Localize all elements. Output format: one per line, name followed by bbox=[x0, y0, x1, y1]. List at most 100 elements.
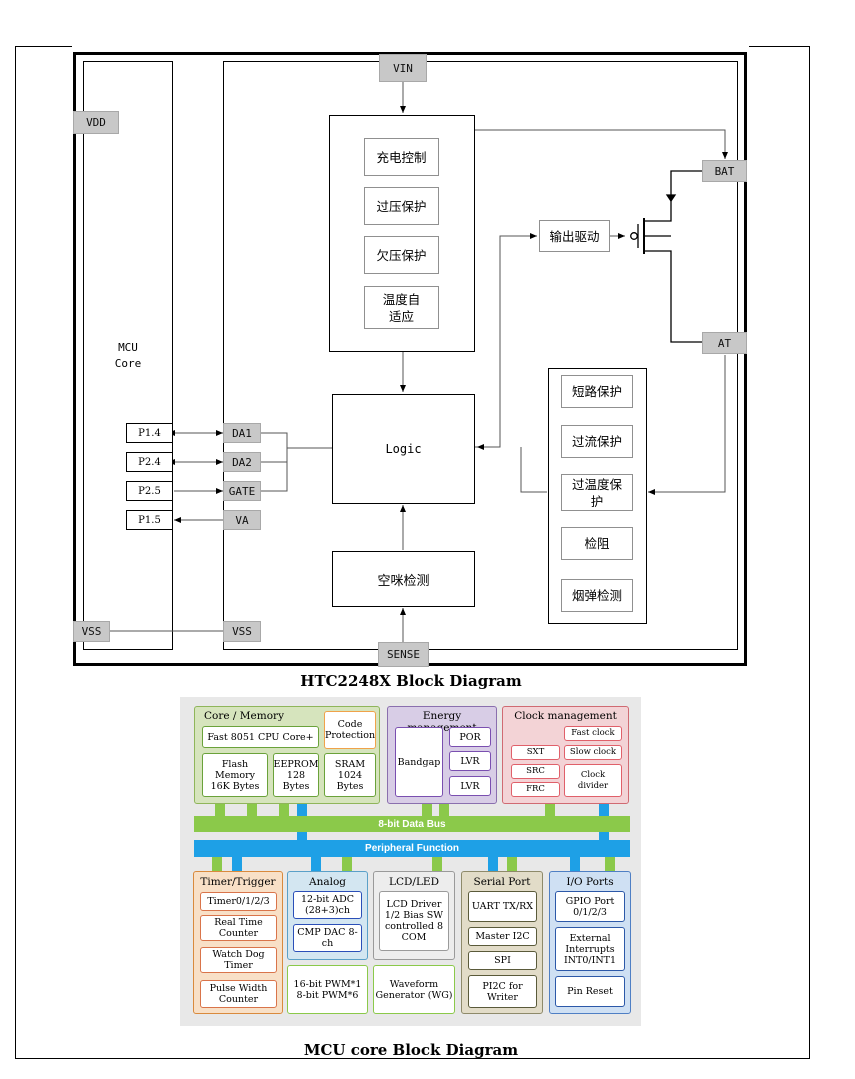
idle-detect-block: 空咪检测 bbox=[332, 551, 475, 607]
ext-interrupts-block: External Interrupts INT0/INT1 bbox=[555, 927, 625, 971]
fast-clock-block: Fast clock bbox=[564, 726, 622, 741]
por-block: POR bbox=[449, 727, 491, 747]
undervoltage-label: 欠压保护 bbox=[376, 247, 427, 263]
port-p1-5-label: P1.5 bbox=[138, 514, 161, 526]
bus-connector bbox=[545, 800, 555, 820]
flash-block: Flash Memory 16K Bytes bbox=[202, 753, 268, 797]
port-p2-5: P2.5 bbox=[126, 481, 173, 501]
frc-label: FRC bbox=[526, 784, 545, 794]
bus-connector bbox=[439, 800, 449, 820]
pin-gate-label: GATE bbox=[228, 484, 256, 498]
fast-clock-label: Fast clock bbox=[571, 728, 615, 738]
timers-block: Timer0/1/2/3 bbox=[200, 892, 277, 911]
logic-block: Logic bbox=[332, 394, 475, 504]
timer-title: Timer/Trigger bbox=[200, 876, 276, 888]
lvr-label-2: LVR bbox=[460, 780, 480, 792]
ext-interrupts-label: External Interrupts INT0/INT1 bbox=[563, 932, 617, 966]
io-title: I/O Ports bbox=[566, 876, 614, 888]
charge-control-block: 充电控制 bbox=[364, 138, 439, 176]
pin-vss-right: VSS bbox=[223, 621, 261, 642]
mcu-core-label: MCU Core bbox=[83, 340, 173, 372]
overtemp-block: 过温度保护 bbox=[561, 474, 633, 511]
bus-connector bbox=[507, 857, 517, 871]
clock-title: Clock management bbox=[514, 710, 617, 722]
pin-reset-label: Pin Reset bbox=[567, 986, 613, 997]
connection-lines bbox=[110, 82, 728, 642]
bus-connector bbox=[432, 857, 442, 871]
sram-label: SRAM 1024 Bytes bbox=[334, 758, 366, 792]
bandgap-block: Bandgap bbox=[395, 727, 443, 797]
pin-sense-label: SENSE bbox=[386, 648, 421, 661]
idle-detect-label: 空咪检测 bbox=[377, 573, 430, 589]
pin-vdd-label: VDD bbox=[86, 116, 106, 129]
sxt-label: SXT bbox=[526, 747, 545, 757]
pwc-block: Pulse Width Counter bbox=[200, 980, 277, 1008]
pwm-label: 16-bit PWM*1 8-bit PWM*6 bbox=[293, 978, 362, 1001]
src-block: SRC bbox=[511, 764, 560, 779]
waveform-label: Waveform Generator (WG) bbox=[375, 978, 453, 1001]
pwm-block: 16-bit PWM*1 8-bit PWM*6 bbox=[287, 965, 368, 1014]
overvoltage-block: 过压保护 bbox=[364, 187, 439, 225]
i2c-label: Master I2C bbox=[475, 931, 530, 942]
pin-vdd: VDD bbox=[73, 111, 119, 134]
serial-title: Serial Port bbox=[473, 876, 531, 888]
lcd-title: LCD/LED bbox=[388, 876, 440, 888]
lvr-label-1: LVR bbox=[460, 755, 480, 767]
slow-clock-block: Slow clock bbox=[564, 745, 622, 760]
bus-connector bbox=[232, 857, 242, 871]
pin-vss-right-label: VSS bbox=[232, 625, 252, 638]
cpu-block: Fast 8051 CPU Core+ bbox=[202, 726, 319, 748]
mcu-core-label-1: MCU bbox=[118, 341, 138, 354]
bottom-rule bbox=[15, 1058, 810, 1059]
src-label: SRC bbox=[526, 766, 545, 776]
core-memory-title: Core / Memory bbox=[204, 710, 284, 722]
spi-label: SPI bbox=[494, 955, 511, 966]
i2c-block: Master I2C bbox=[468, 927, 537, 946]
output-driver-label: 输出驱动 bbox=[549, 228, 600, 244]
clock-divider-block: Clock divider bbox=[564, 764, 622, 797]
wdt-label: Watch Dog Timer bbox=[212, 949, 265, 971]
pin-sense: SENSE bbox=[378, 642, 429, 667]
pwc-label: Pulse Width Counter bbox=[209, 983, 268, 1005]
pin-vss-left: VSS bbox=[73, 621, 110, 642]
short-circuit-block: 短路保护 bbox=[561, 375, 633, 408]
mcu-diagram-title: MCU core Block Diagram bbox=[303, 1041, 519, 1059]
bus-connector bbox=[247, 800, 257, 820]
eeprom-block: EEPROM 128 Bytes bbox=[273, 753, 319, 797]
pin-vin-label: VIN bbox=[393, 61, 413, 75]
code-protection-block: Code Protection bbox=[324, 711, 376, 749]
pin-da2: DA2 bbox=[223, 452, 261, 472]
htc-diagram-title: HTC2248X Block Diagram bbox=[300, 672, 522, 690]
bus-connector bbox=[311, 857, 321, 871]
rtc-block: Real Time Counter bbox=[200, 915, 277, 941]
cmp-label: CMP DAC 8-ch bbox=[297, 927, 358, 949]
code-protection-label: Code Protection bbox=[324, 719, 376, 741]
peripheral-bus: Peripheral Function bbox=[194, 840, 630, 857]
waveform-block: Waveform Generator (WG) bbox=[373, 965, 455, 1014]
peripheral-bus-label: Peripheral Function bbox=[365, 843, 459, 854]
timers-label: Timer0/1/2/3 bbox=[207, 896, 270, 907]
cpu-label: Fast 8051 CPU Core+ bbox=[207, 731, 314, 743]
cartridge-detect-label: 烟弹检测 bbox=[571, 588, 622, 603]
port-p1-5: P1.5 bbox=[126, 510, 173, 530]
gpio-label: GPIO Port 0/1/2/3 bbox=[565, 895, 615, 918]
overcurrent-block: 过流保护 bbox=[561, 425, 633, 458]
lcd-driver-block: LCD Driver 1/2 Bias SW controlled 8 COM bbox=[379, 891, 449, 951]
sxt-block: SXT bbox=[511, 745, 560, 760]
bus-connector bbox=[215, 800, 225, 820]
bus-connector bbox=[279, 800, 289, 820]
pi2c-block: PI2C for Writer bbox=[468, 975, 537, 1008]
bus-connector bbox=[212, 857, 222, 871]
resistance-check-label: 检阻 bbox=[584, 536, 610, 551]
rtc-label: Real Time Counter bbox=[214, 917, 263, 939]
data-bus-label: 8-bit Data Bus bbox=[378, 818, 446, 830]
adc-label: 12-bit ADC (28+3)ch bbox=[300, 894, 354, 916]
temp-adaptive-label: 温度自适应 bbox=[382, 291, 421, 324]
frame-right-rule bbox=[809, 46, 810, 1058]
overvoltage-label: 过压保护 bbox=[376, 198, 427, 214]
top-rule-left bbox=[15, 46, 72, 47]
analog-title: Analog bbox=[308, 876, 346, 888]
bus-connector bbox=[488, 857, 498, 871]
clock-divider-label: Clock divider bbox=[577, 769, 609, 791]
